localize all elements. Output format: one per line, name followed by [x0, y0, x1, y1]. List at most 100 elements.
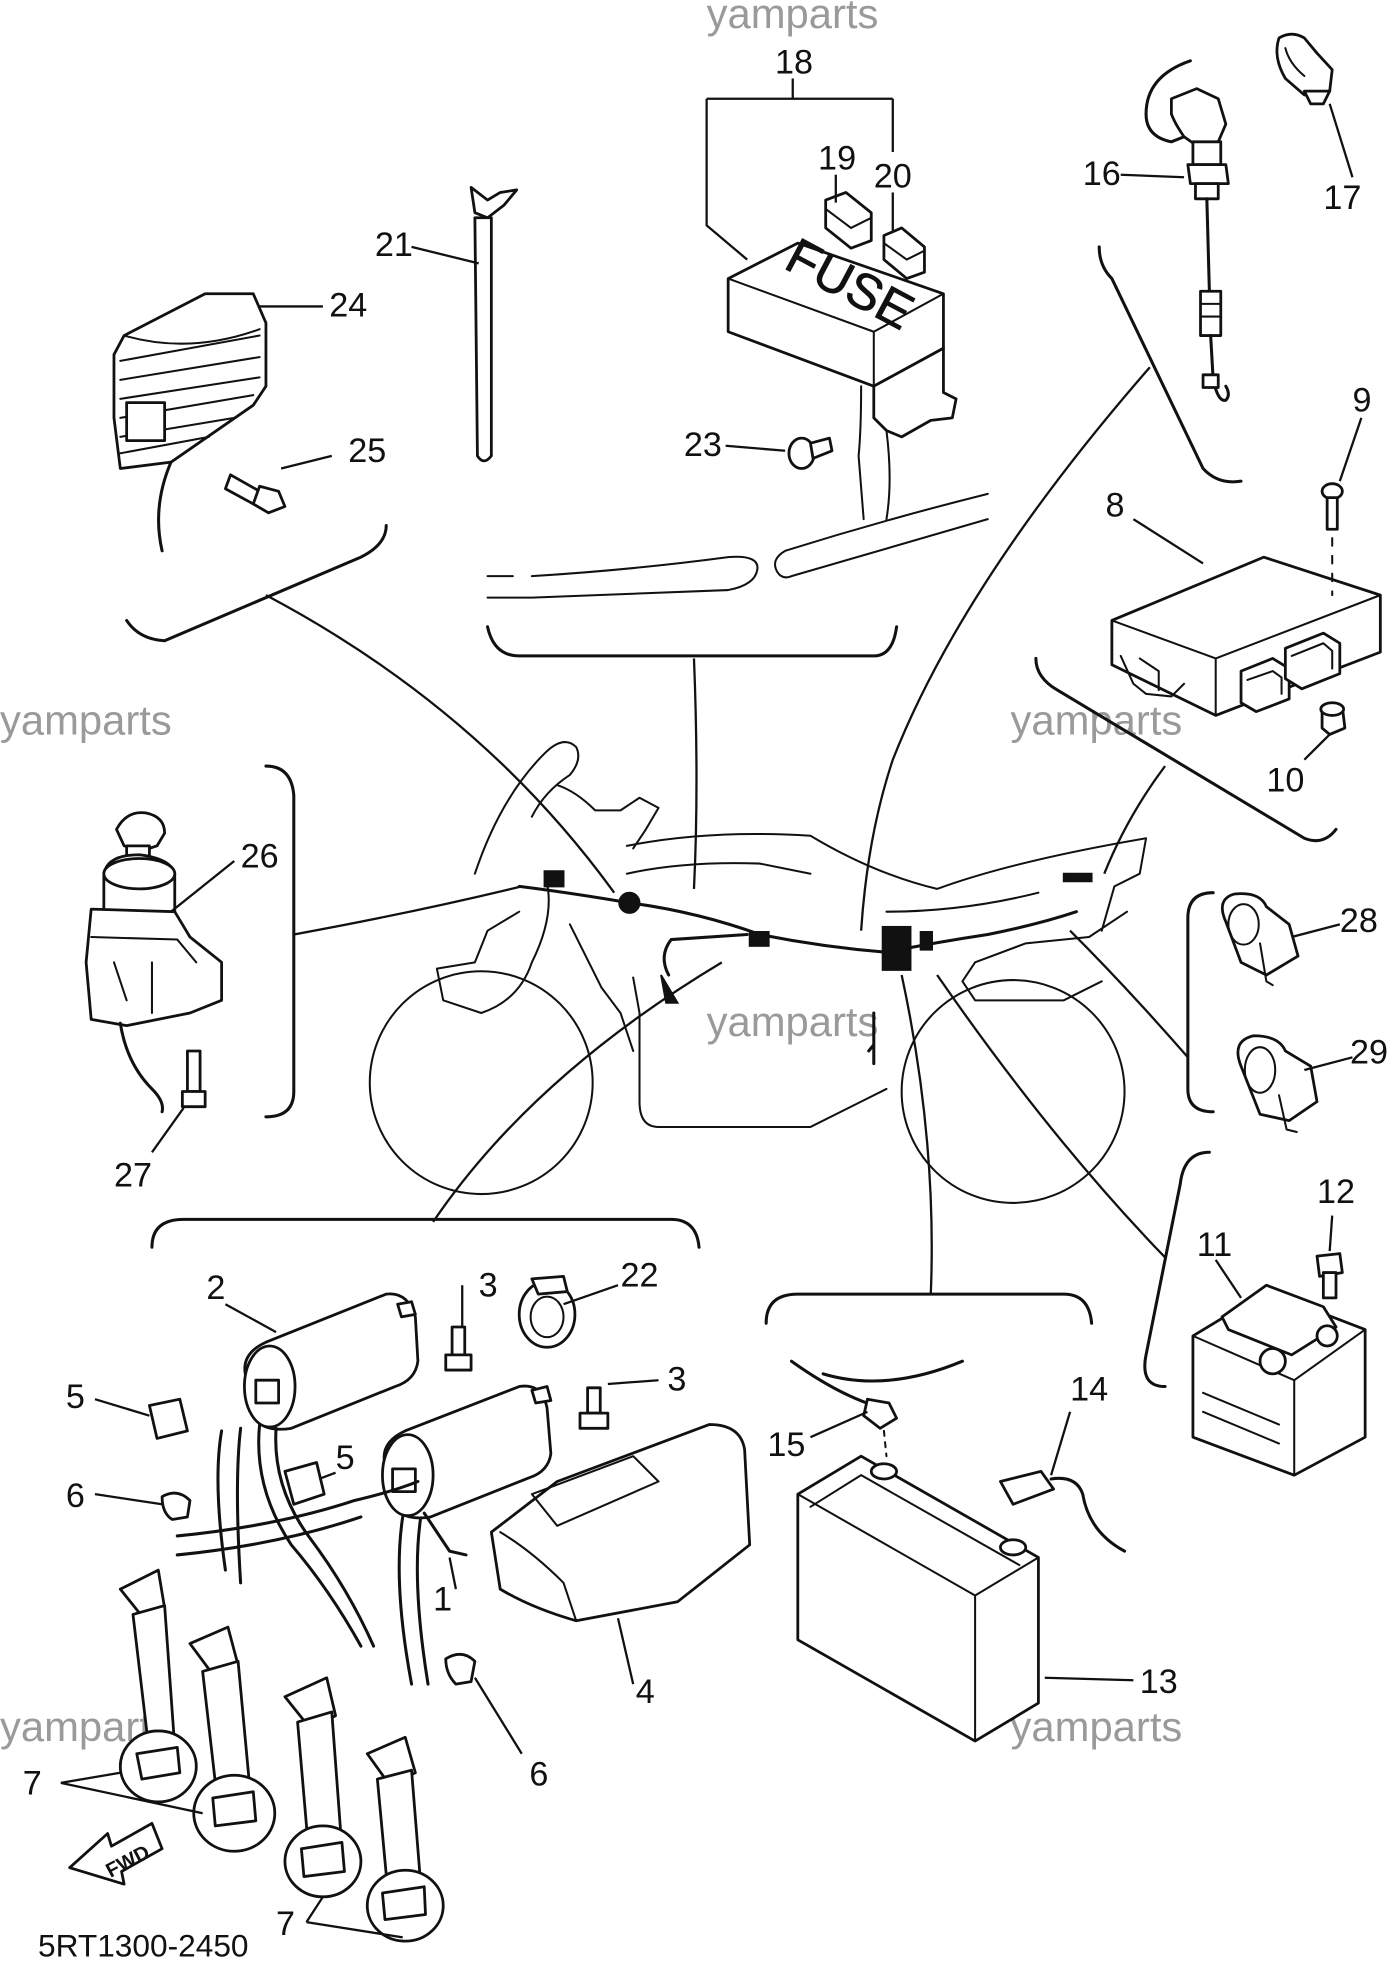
callout-7b: 7	[276, 1905, 295, 1943]
callout-12: 12	[1317, 1173, 1355, 1211]
callout-6a: 6	[66, 1477, 85, 1515]
sensor-part-16	[1144, 59, 1230, 402]
cable-tie-strap	[473, 216, 493, 463]
switch-wire	[118, 1021, 165, 1114]
regulator-bolt-part-25	[224, 473, 287, 515]
rear-wheel	[900, 979, 1126, 1204]
sensor-rod	[1205, 197, 1211, 293]
seat-and-tank	[625, 862, 1040, 913]
handlebar-switch-part-29	[1236, 1034, 1319, 1134]
callout-5a: 5	[66, 1378, 85, 1416]
fuse-box-wires	[857, 385, 891, 521]
callout-labels: 18 19 20 21 24 25 23 16 17 9 8 10 26 27 …	[23, 43, 1388, 1942]
callout-19: 19	[818, 140, 856, 178]
screw-part-12	[1315, 1252, 1344, 1300]
harness-connector-e	[543, 870, 565, 888]
main-harness	[517, 884, 1078, 954]
frame-outline	[435, 741, 1148, 1128]
forward-arrow-shape	[68, 1821, 164, 1886]
front-wheel	[368, 970, 594, 1196]
control-unit-connector-b	[1283, 631, 1342, 691]
watermark-top: yamparts	[707, 0, 879, 37]
watermark-bottom-right: yamparts	[1011, 1703, 1183, 1750]
group-brackets	[125, 245, 1338, 1389]
harness-mark-f	[660, 974, 680, 1004]
callout-27: 27	[114, 1156, 152, 1194]
fuse-box-part-18: FUSE	[486, 191, 989, 599]
sensor-lead	[1144, 59, 1192, 144]
leader-28-group	[1069, 929, 1189, 1059]
ignition-wires	[175, 1422, 468, 1686]
ignition-coil-part-1	[381, 1384, 553, 1520]
callout-28: 28	[1340, 902, 1378, 940]
main-switch-part-26	[84, 811, 224, 1114]
callout-1: 1	[433, 1581, 452, 1619]
callout-8: 8	[1106, 487, 1125, 525]
spark-plug-cap-c-part-7	[283, 1676, 363, 1899]
leader-26-group	[293, 885, 523, 936]
bracket-sensor	[1097, 245, 1243, 484]
callout-21: 21	[375, 226, 413, 264]
bracket-relay	[1143, 1150, 1211, 1389]
harness-connector-b	[881, 925, 912, 971]
callout-22: 22	[621, 1256, 659, 1294]
callout-3b: 3	[667, 1360, 686, 1398]
leader-16-group	[859, 366, 1151, 931]
fuse-part-19	[824, 191, 873, 250]
regulator-wire	[157, 460, 173, 553]
connector-part-5a	[148, 1397, 189, 1440]
callout-18: 18	[775, 43, 813, 81]
motorcycle-outline	[368, 741, 1148, 1204]
fuse-harness-tube	[486, 492, 989, 599]
callout-9: 9	[1352, 382, 1371, 420]
leader-8-group	[1103, 765, 1166, 875]
bolt-part-9	[1320, 482, 1344, 597]
grommet-part-10	[1319, 701, 1347, 736]
leader-curves	[265, 366, 1189, 1295]
fuse-box-base	[872, 346, 958, 439]
connector-part-5b	[283, 1461, 326, 1506]
spark-plug-cap-b-part-7	[188, 1625, 277, 1853]
leader-24-group	[265, 594, 616, 894]
harness-connector-a	[748, 931, 770, 947]
leader-battery-group	[900, 974, 933, 1295]
battery-cable-part-14	[999, 1469, 1127, 1553]
callout-11: 11	[1197, 1226, 1233, 1264]
clip-part-6b	[444, 1652, 477, 1686]
bracket-main-switch	[264, 764, 296, 1119]
control-unit-part-8	[1110, 555, 1382, 717]
watermark-right: yamparts	[1011, 696, 1183, 743]
sensor-cap	[1169, 87, 1228, 148]
harness-branch-left	[662, 932, 749, 977]
harness-down-lead	[867, 1011, 876, 1066]
harness-junction-dot	[618, 891, 641, 914]
callout-25: 25	[348, 432, 386, 470]
callout-17: 17	[1323, 179, 1361, 217]
callout-15: 15	[767, 1426, 805, 1464]
bracket-battery	[764, 1292, 1094, 1325]
bolt-part-27	[180, 1049, 207, 1109]
callout-leaders	[60, 78, 1363, 1939]
callout-20: 20	[874, 157, 912, 195]
callout-5b: 5	[336, 1439, 355, 1477]
fuse-part-20	[882, 226, 926, 280]
control-unit-bracket	[1119, 654, 1186, 698]
bracket-ignition	[150, 1217, 701, 1249]
leader-relay-group	[936, 974, 1166, 1259]
callout-6b: 6	[529, 1755, 548, 1793]
spark-plug-cap-a-part-7	[118, 1568, 198, 1804]
callout-26: 26	[241, 837, 279, 875]
bolt-part-3a	[444, 1325, 473, 1372]
bolt-part-3b	[578, 1386, 610, 1430]
battery-part-13	[796, 1454, 1040, 1743]
callout-4: 4	[636, 1673, 655, 1711]
bracket-regulator	[125, 523, 388, 643]
watermark-left: yamparts	[0, 696, 172, 743]
bracket-switches	[1186, 891, 1215, 1114]
callout-14: 14	[1070, 1370, 1108, 1408]
regulator-body	[112, 292, 268, 470]
watermark-center: yamparts	[707, 998, 879, 1045]
callout-10: 10	[1266, 761, 1304, 799]
switch-key	[115, 811, 167, 853]
